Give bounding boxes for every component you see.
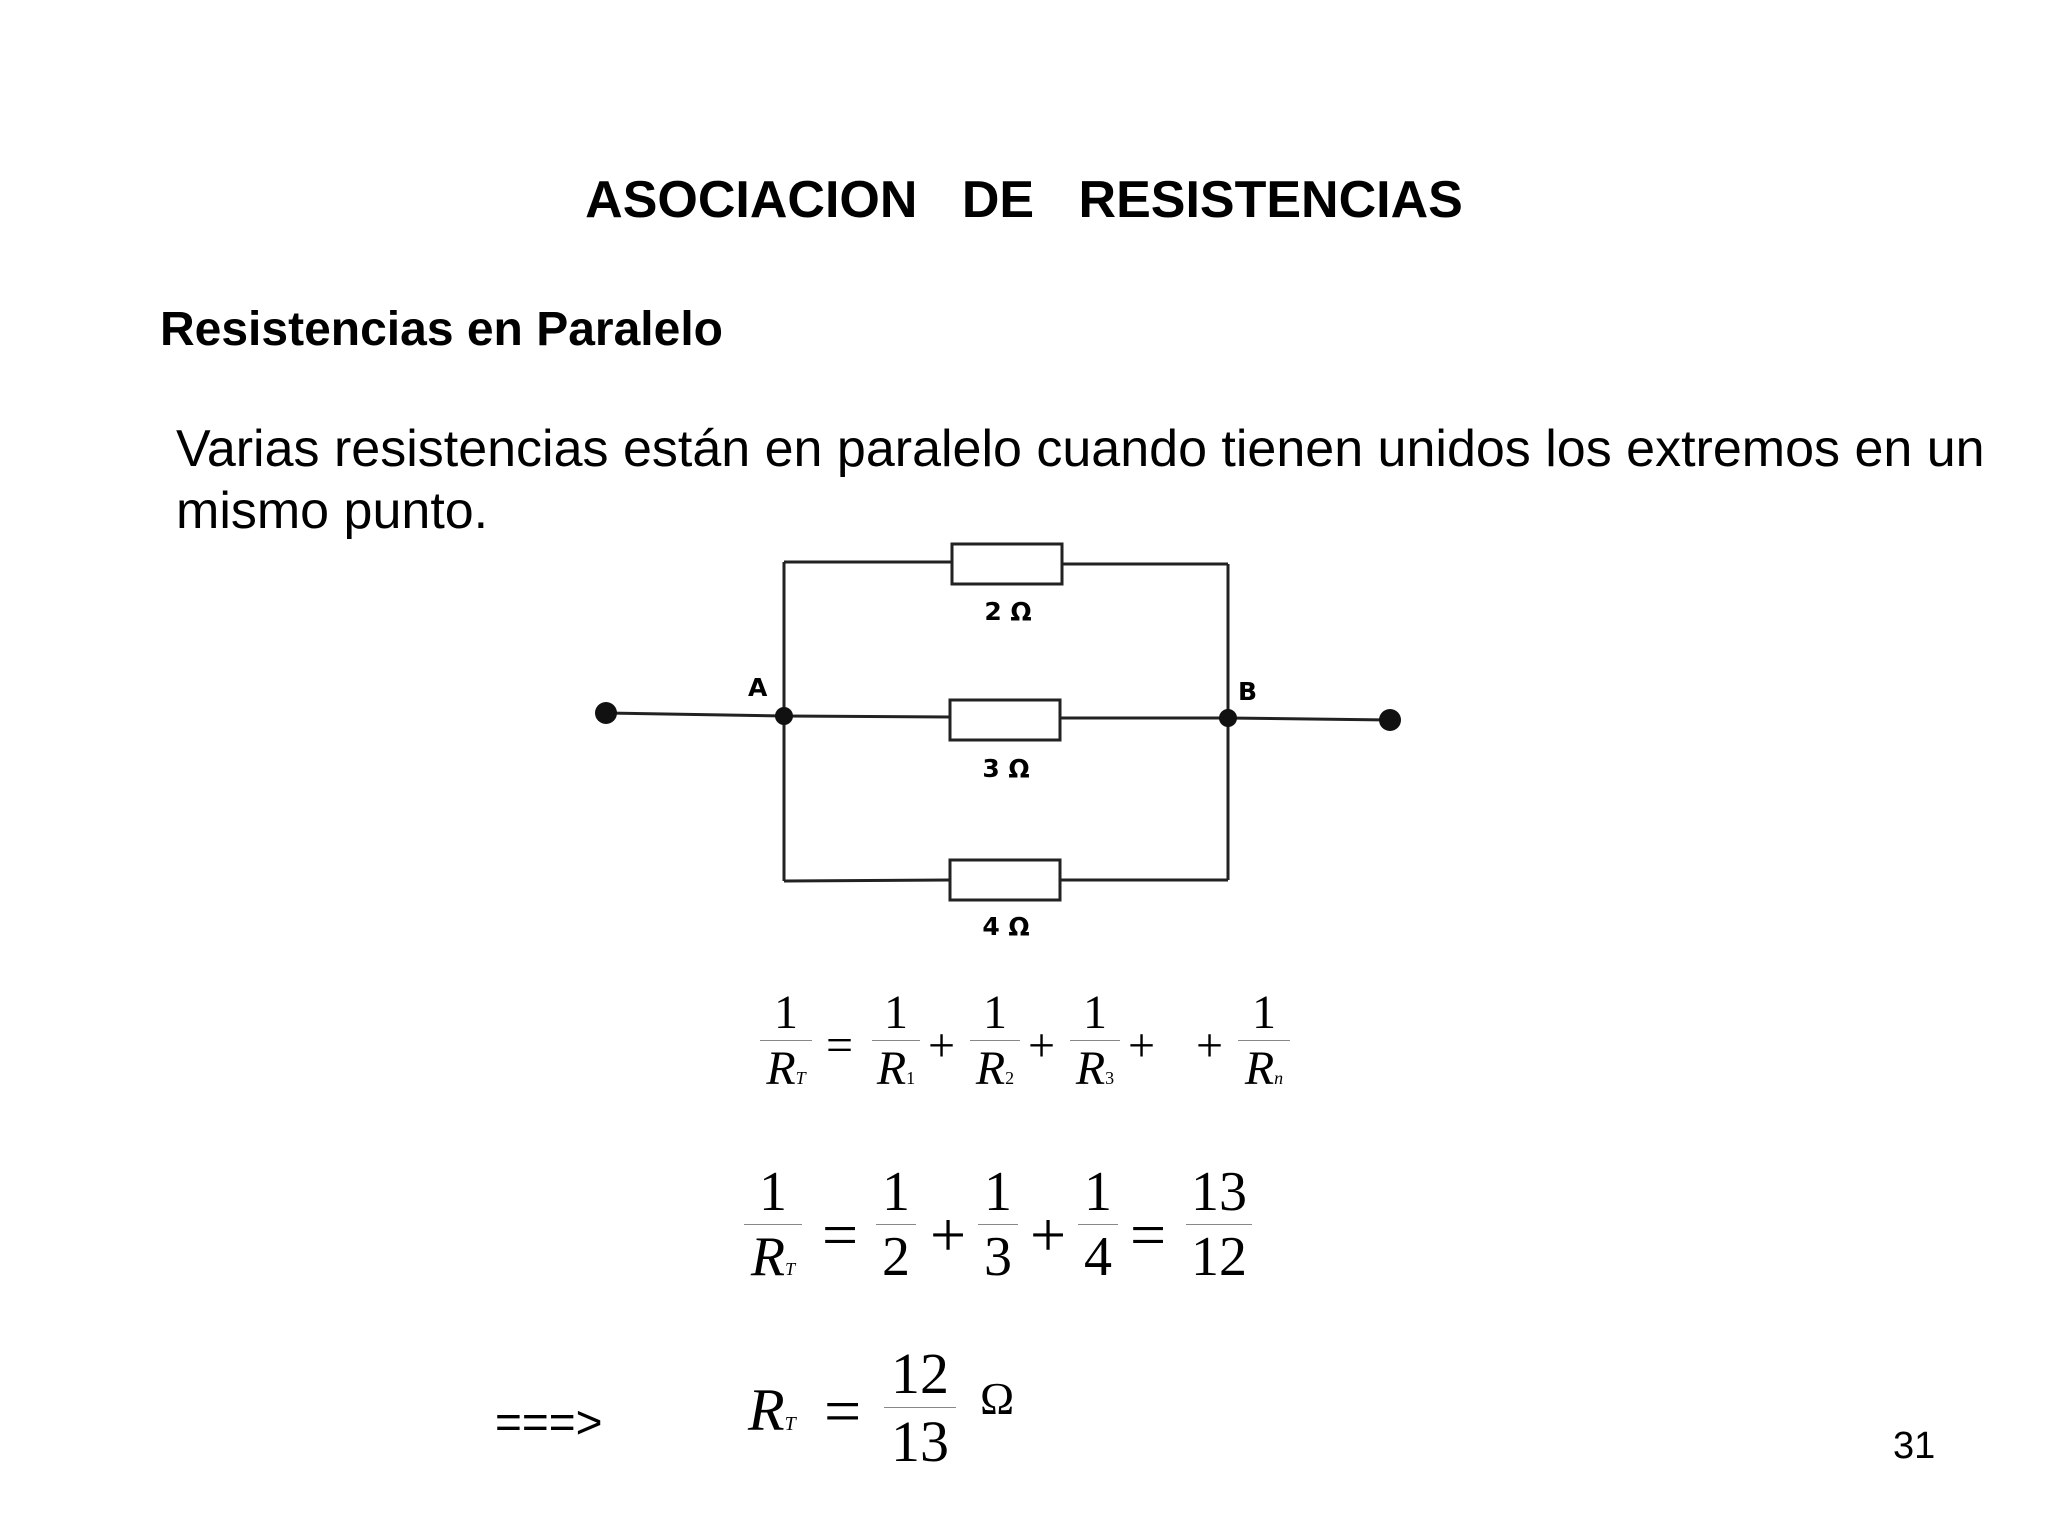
node-b-junction bbox=[1219, 709, 1237, 727]
equals-sign-2: = bbox=[822, 1199, 859, 1270]
resistor-3-ohm bbox=[948, 698, 1062, 742]
resistor-4-label: 4 Ω bbox=[982, 912, 1029, 941]
fraction-1-over-2: 1 2 bbox=[876, 1160, 916, 1289]
fraction-1-over-rt-2: 1 RT bbox=[744, 1160, 802, 1289]
bottom-branch-wire-left bbox=[783, 878, 951, 883]
plus-sign-4: + bbox=[1196, 1019, 1224, 1072]
parallel-circuit-diagram: A B 2 Ω 3 Ω 4 Ω bbox=[595, 542, 1401, 941]
page-number: 31 bbox=[1893, 1425, 1936, 1467]
equals-sign: = bbox=[826, 1019, 854, 1072]
result-equals: = bbox=[824, 1375, 862, 1448]
ohm-unit: Ω bbox=[980, 1373, 1015, 1424]
resistor-2-ohm bbox=[950, 542, 1064, 586]
left-lead-wire bbox=[605, 711, 785, 718]
plus-sign-3: + bbox=[1128, 1019, 1156, 1072]
plus-sign-2: + bbox=[1028, 1019, 1056, 1072]
paragraph-line-1: Varias resistencias están en paralelo cu… bbox=[176, 420, 1985, 478]
node-a-junction bbox=[775, 707, 793, 725]
paragraph-line-2: mismo punto. bbox=[176, 482, 489, 540]
result-rt: RT bbox=[748, 1377, 796, 1443]
left-terminal bbox=[595, 702, 617, 724]
fraction-1-over-r3: 1 R3 bbox=[1070, 985, 1120, 1096]
resistor-2-label: 2 Ω bbox=[984, 597, 1031, 626]
implies-arrow: ===> bbox=[495, 1396, 603, 1448]
fraction-1-over-r2: 1 R2 bbox=[970, 985, 1020, 1096]
resistor-4-ohm bbox=[948, 858, 1062, 902]
equals-sign-3: = bbox=[1130, 1199, 1167, 1270]
definition-paragraph: Varias resistencias están en paralelo cu… bbox=[176, 418, 2016, 542]
right-lead-wire bbox=[1227, 716, 1391, 722]
node-b-label: B bbox=[1238, 677, 1257, 706]
right-terminal bbox=[1379, 709, 1401, 731]
fraction-1-over-r1: 1 R1 bbox=[872, 985, 920, 1096]
middle-branch-wire-left bbox=[783, 714, 951, 719]
plus-sign-6: + bbox=[1030, 1199, 1067, 1270]
resistor-3-label: 3 Ω bbox=[982, 754, 1029, 783]
slide-title: ASOCIACION DE RESISTENCIAS bbox=[585, 171, 1463, 229]
fraction-1-over-rt: 1 RT bbox=[760, 985, 812, 1096]
node-a-label: A bbox=[748, 673, 768, 702]
fraction-1-over-rn: 1 Rn bbox=[1238, 985, 1290, 1096]
fraction-1-over-3: 1 3 bbox=[978, 1160, 1018, 1289]
plus-sign-1: + bbox=[928, 1019, 956, 1072]
fraction-13-over-12: 13 12 bbox=[1186, 1160, 1252, 1289]
fraction-1-over-4: 1 4 bbox=[1078, 1160, 1118, 1289]
plus-sign-5: + bbox=[930, 1199, 967, 1270]
section-heading: Resistencias en Paralelo bbox=[160, 303, 723, 356]
fraction-12-over-13: 12 13 bbox=[884, 1340, 956, 1475]
